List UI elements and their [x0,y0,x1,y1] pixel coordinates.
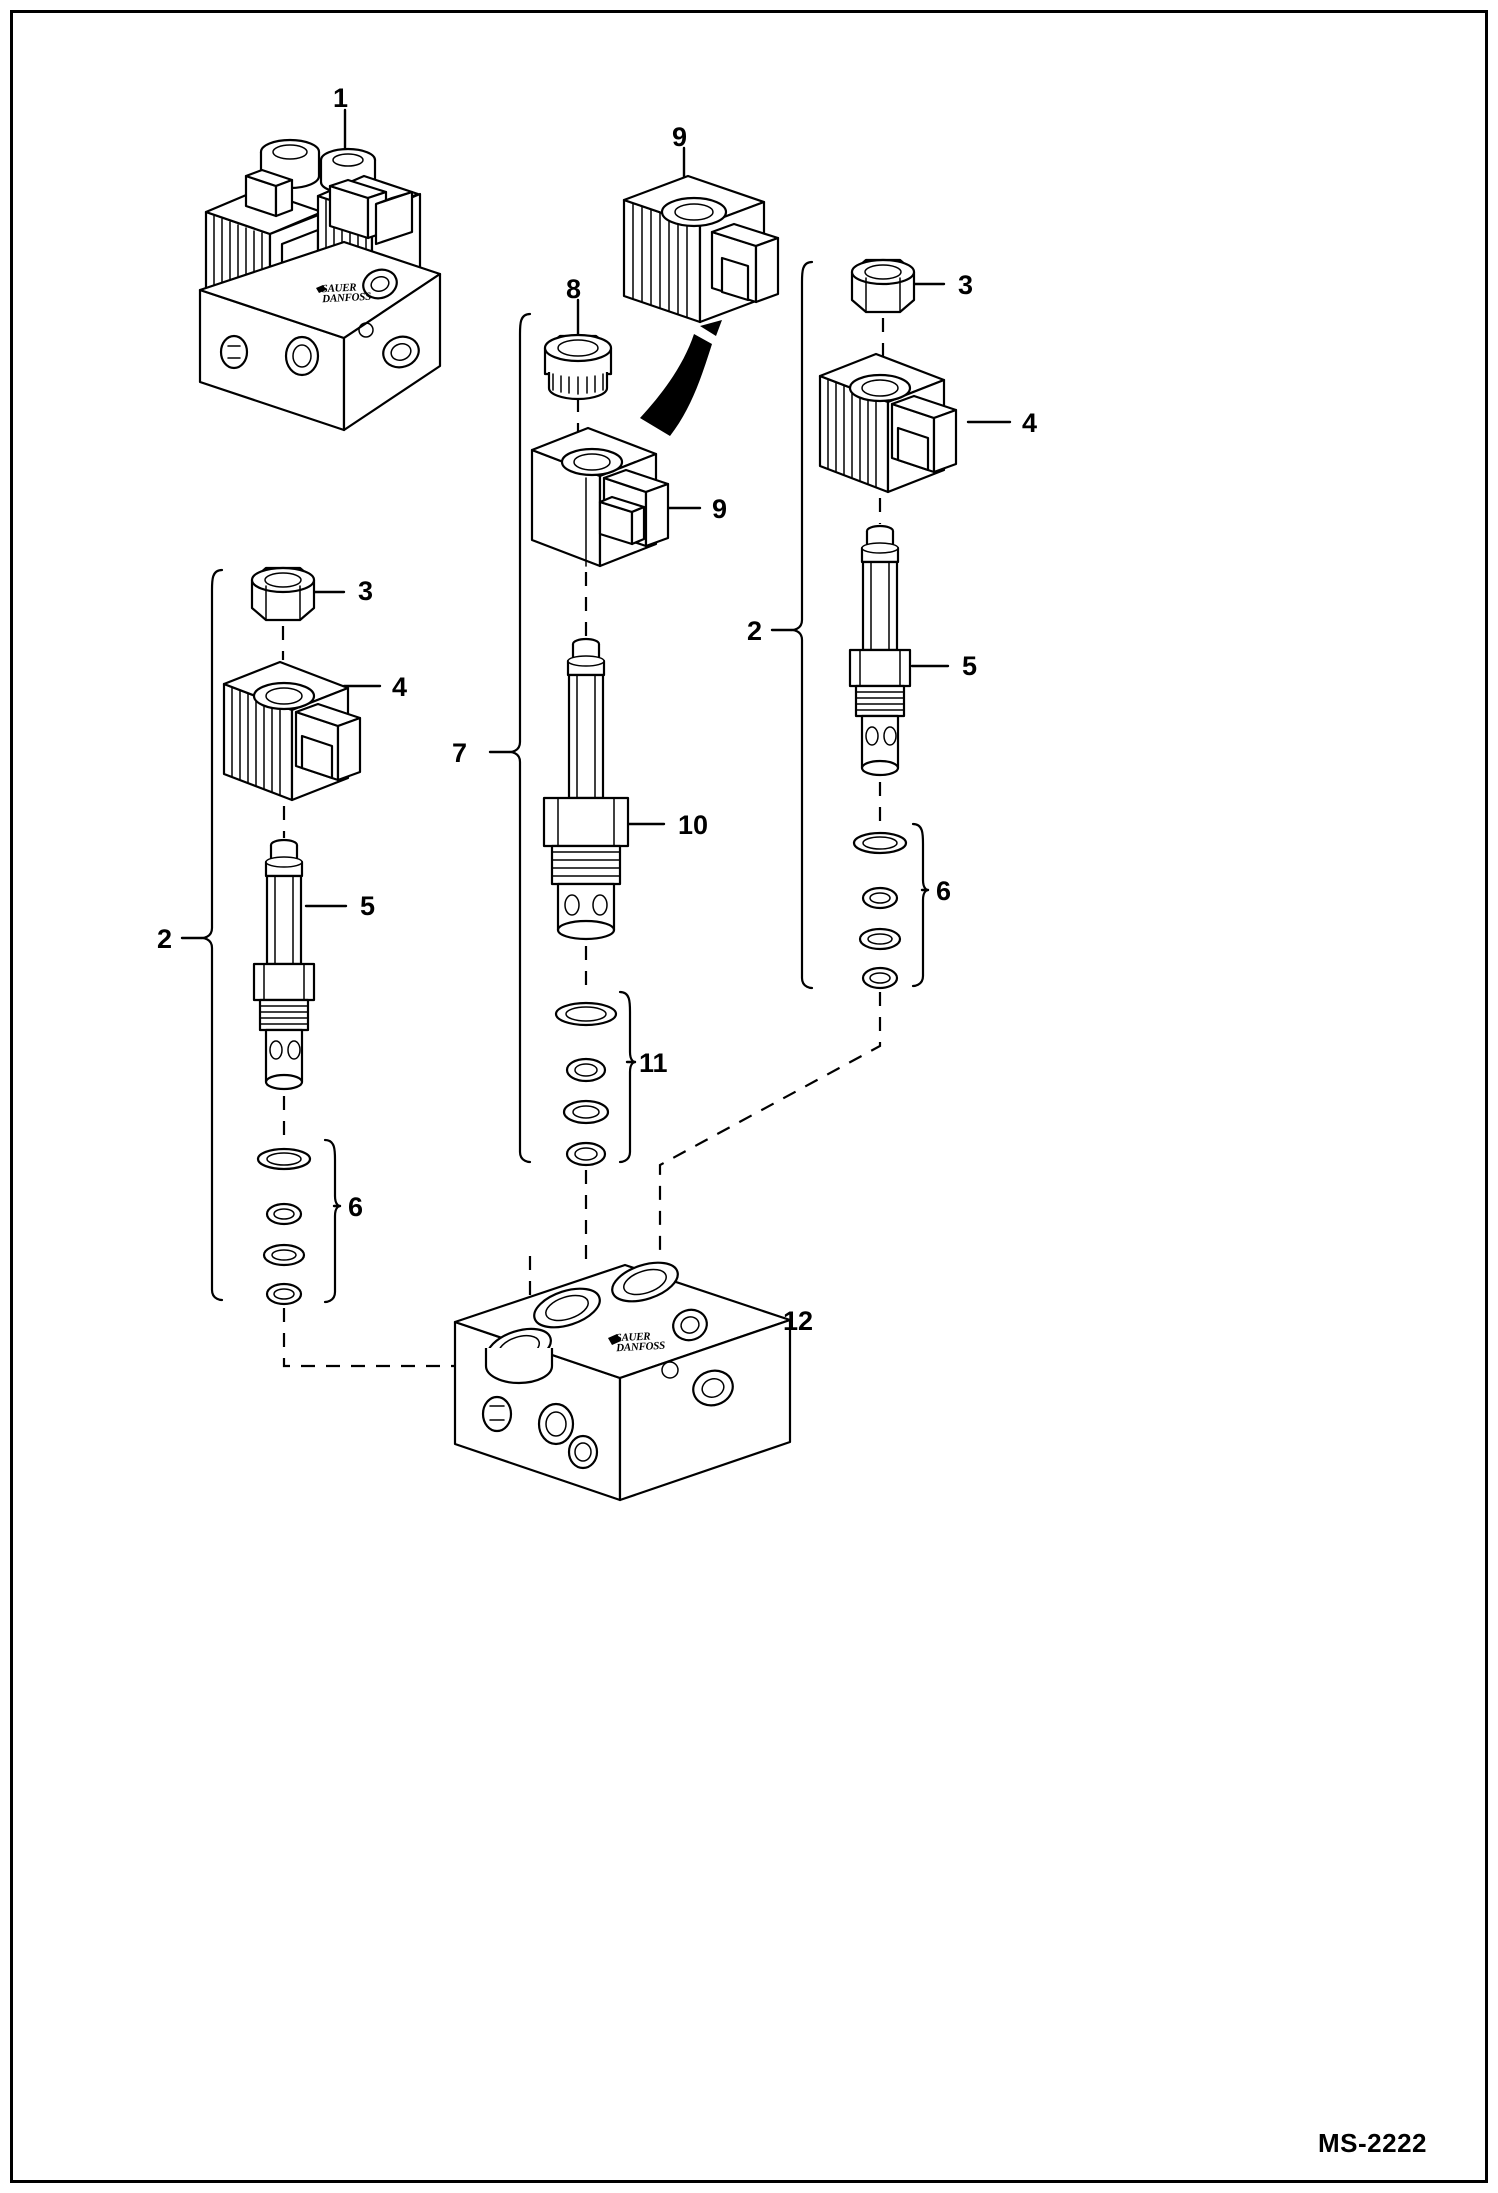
callout-1: 1 [333,83,349,113]
part-12-manifold-block [453,1261,792,1502]
part-6-seal-kit-right [658,822,930,1250]
group-7-bracket [488,312,532,1164]
callout-2b: 2 [747,616,763,646]
callout-9b: 9 [712,494,728,524]
page-border [10,10,1488,2183]
brand-logo-text-part-12: SAUER DANFOSS [615,1330,665,1354]
part-3-locknut-left [250,566,346,660]
brand-logo-part-1 [316,285,326,293]
part-9-coil-upper [622,146,780,324]
callout-6b: 6 [348,1192,364,1222]
part-4-coil-right [818,352,1012,524]
part-1-valve-assembly [198,108,442,432]
callout-6a: 6 [936,876,952,906]
part-10-cartridge-center [542,637,666,992]
callout-4a: 4 [1022,408,1038,438]
callout-8: 8 [566,274,582,304]
callout-11: 11 [639,1048,668,1078]
part-5-cartridge-right [848,524,950,828]
callout-4b: 4 [392,672,408,702]
callout-5a: 5 [962,651,978,681]
callout-12: 12 [783,1306,814,1336]
part-3-locknut-right [850,258,946,356]
brand-logo-text-part-1: SAUER DANFOSS [321,281,371,305]
group-2-bracket-left [180,568,224,1302]
part-4-coil-left [222,660,382,838]
callout-2a: 2 [157,924,173,954]
part-11-seal-kit-center [554,990,637,1262]
callout-7: 7 [452,738,468,768]
callout-5b: 5 [360,891,376,921]
callout-9a: 9 [672,122,688,152]
group-2-bracket-right [770,260,814,990]
part-8-coil-nut [543,298,613,432]
brand-logo-part-12 [608,1334,621,1345]
part-5-cartridge-left [252,838,348,1142]
callout-10: 10 [678,810,709,840]
callout-3a: 3 [958,270,974,300]
callout-3b: 3 [358,576,374,606]
part-6-seal-kit-left [256,1138,532,1368]
assembly-arrow [640,320,722,436]
document-id: MS-2222 [1318,2128,1427,2158]
part-9-coil-center [530,426,702,636]
